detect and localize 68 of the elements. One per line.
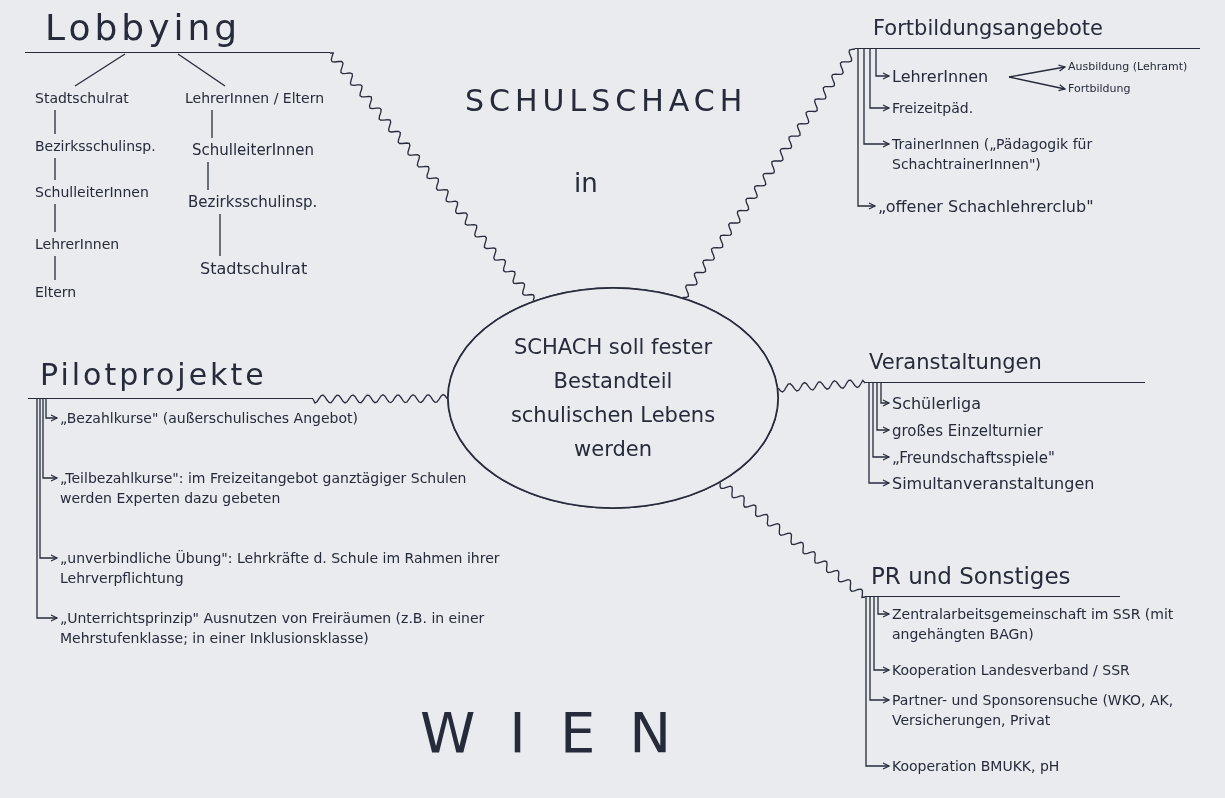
list-item: „Bezahlkurse" (außerschulisches Angebot)	[60, 408, 490, 428]
connector-line	[872, 382, 890, 461]
chain-item: LehrerInnen	[35, 234, 155, 254]
subtitle-word: in	[574, 170, 598, 196]
list-item: Simultanveranstaltungen	[892, 473, 1142, 495]
connector-line	[42, 398, 58, 482]
connector-line	[869, 48, 890, 112]
connector-line	[863, 48, 890, 148]
branch-heading: PR und Sonstiges	[865, 556, 1120, 597]
connector-line	[207, 161, 209, 191]
title: SCHULSCHACH	[465, 82, 748, 120]
connector-line	[869, 596, 890, 704]
list-item: Zentralarbeitsgemeinschaft im SSR (mit angehängten BAGn)	[892, 604, 1212, 644]
branch-heading: Veranstaltungen	[865, 342, 1145, 383]
list-item: Kooperation BMUKK, pH	[892, 756, 1212, 776]
chain-item: Bezirksschulinsp.	[35, 136, 175, 156]
chain-item: SchulleiterInnen	[192, 140, 342, 160]
connector-line	[177, 53, 226, 87]
list-item: „Unterrichtsprinzip" Ausnutzen von Freiräumen (z.B. in einer Mehrstufenklasse; in einer Inklusionsklasse)	[60, 608, 510, 648]
wavy-line	[312, 393, 448, 404]
connector-line	[54, 157, 56, 181]
branch-heading: Pilotprojekte	[28, 352, 313, 399]
connector-line	[74, 53, 126, 87]
connector-line	[857, 48, 876, 210]
wavy-line	[719, 482, 866, 599]
list-item: großes Einzelturnier	[892, 420, 1112, 442]
connector-line	[45, 398, 58, 422]
connector-line	[54, 255, 56, 281]
connector-line	[868, 382, 890, 487]
list-item: Freizeitpäd.	[892, 98, 1042, 118]
list-item: Fortbildung	[1068, 82, 1168, 96]
branch-heading: Fortbildungsangebote	[855, 8, 1200, 49]
connector-line	[39, 398, 58, 562]
list-item: Schülerliga	[892, 393, 1092, 415]
connector-line	[36, 398, 58, 622]
connector-line	[54, 109, 56, 135]
connector-line	[219, 213, 221, 257]
connector-line	[876, 382, 890, 434]
branch-heading: Lobbying	[25, 4, 330, 53]
subtitle-word: WIEN	[420, 705, 706, 761]
chain-item: SchulleiterInnen	[35, 182, 175, 202]
list-item: „Freundschaftsspiele"	[892, 447, 1112, 469]
chain-item: LehrerInnen / Eltern	[185, 88, 345, 108]
central-statement: SCHACH soll fester Bestandteil schulischen Lebens werden	[510, 334, 716, 463]
list-item: „Teilbezahlkurse": im Freizeitangebot ganztägiger Schulen werden Experten dazu gebeten	[60, 468, 500, 508]
list-item: TrainerInnen („Pädagogik für SchachtrainerInnen")	[892, 134, 1212, 174]
connector-line	[1008, 76, 1066, 92]
connector-line	[54, 203, 56, 233]
chain-item: Stadtschulrat	[35, 88, 155, 108]
connector-line	[865, 596, 890, 770]
list-item: Ausbildung (Lehramt)	[1068, 60, 1218, 74]
connector-line	[1008, 64, 1066, 78]
wavy-line	[329, 52, 535, 302]
connector-line	[873, 596, 890, 674]
list-item: „unverbindliche Übung": Lehrkräfte d. Schule im Rahmen ihrer Lehrverpflichtung	[60, 548, 510, 588]
connector-line	[875, 48, 890, 80]
list-item: Kooperation Landesverband / SSR	[892, 660, 1217, 680]
list-item: LehrerInnen	[892, 66, 1007, 88]
chain-item: Stadtschulrat	[200, 258, 350, 280]
chain-item: Eltern	[35, 282, 115, 302]
connector-line	[877, 596, 890, 618]
wavy-line	[682, 48, 856, 298]
list-item: Partner- und Sponsorensuche (WKO, AK, Versicherungen, Privat	[892, 690, 1217, 730]
chain-item: Bezirksschulinsp.	[188, 192, 348, 212]
list-item: „offener Schachlehrerclub"	[878, 196, 1178, 218]
connector-line	[880, 382, 890, 407]
wavy-line	[777, 379, 866, 393]
connector-line	[211, 109, 213, 139]
